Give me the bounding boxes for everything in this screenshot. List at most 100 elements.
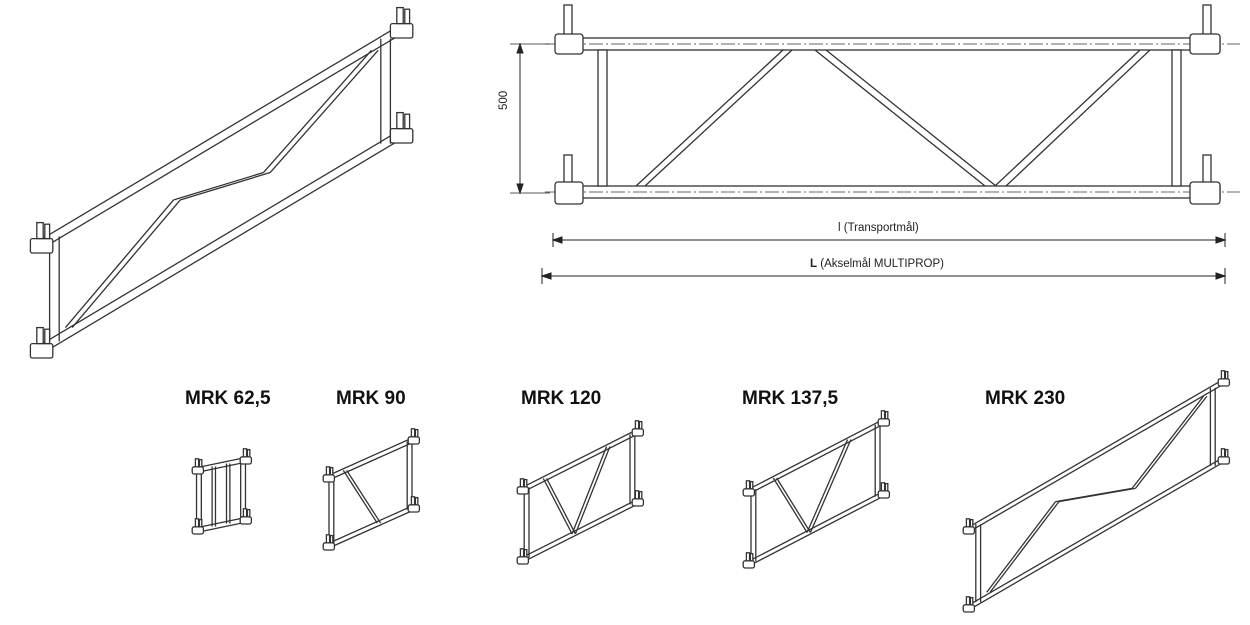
clamp-body [29,237,54,254]
coupler-left-top [554,4,584,55]
clamp-wedge [1224,448,1229,458]
diagonal-brace [571,446,611,535]
clamp-wedge [329,466,334,476]
bottom-rail [39,129,401,356]
right-post [1171,49,1182,187]
clamp-wedge [404,8,411,25]
coupler-clamp [962,596,976,613]
clamp-body [1217,378,1231,387]
coupler-clamp [407,428,421,445]
clamp-pin [325,466,331,476]
clamp-wedge [44,223,51,240]
coupler-clamp [877,482,891,499]
height-dimension-label: 500 [498,90,510,110]
coupler-clamp [1217,448,1231,465]
clamp-pin [36,326,44,345]
iso-frame-main [29,6,414,359]
diagonal-brace [262,49,379,173]
coupler-clamp [191,458,205,475]
axis-dimension-label: L (Akselmål MULTIPROP) [810,258,944,270]
vertical-post [48,236,60,342]
clamp-wedge [1224,370,1229,380]
clamp-body [962,604,976,613]
bottom-rail [521,499,638,563]
clamp-pin [396,111,404,130]
elevation-view [545,4,1240,205]
diagonal-brace [635,49,793,187]
clamp-pin [634,420,640,430]
bottom-rail [967,457,1224,611]
diagonal-brace [806,439,852,533]
clamp-pin [242,508,248,518]
coupler-right-top [1189,4,1221,55]
clamp-body [191,526,205,535]
diagonal-brace [986,501,1060,593]
clamp-wedge [329,534,334,544]
clamp-body [322,542,336,551]
clamp-pin [242,448,248,458]
coupler-clamp [239,508,253,525]
diagonal-brace [211,466,217,527]
arrowhead [516,42,524,195]
variant-label-mrk-62-5: MRK 62,5 [185,388,271,409]
variant-label-mrk-230: MRK 230 [985,388,1066,409]
vertical-post [750,489,757,562]
clamp-wedge [638,490,643,500]
coupler-clamp [322,466,336,483]
clamp-pin [634,490,640,500]
diagonal-brace [1131,395,1208,489]
diagonal-brace [64,199,181,328]
clamp-wedge [884,410,889,420]
clamp-wedge [884,482,889,492]
clamp-wedge [404,113,411,130]
clamp-wedge [198,518,203,528]
clamp-body [389,22,414,39]
clamp-body [516,486,530,495]
clamp-pin [194,458,200,468]
clamp-pin [880,410,886,420]
coupler-clamp [516,548,530,565]
coupler-clamp [191,518,205,535]
clamp-body [389,127,414,144]
clamp-wedge [749,552,754,562]
bottom-rail [196,516,246,534]
iso-frame-mrk-137-5 [742,410,891,569]
iso-frame-mrk-90 [322,428,421,551]
coupler-clamp [742,552,756,569]
clamp-pin [36,221,44,240]
clamp-pin [745,480,751,490]
diagonal-brace [225,463,231,524]
clamp-pin [519,548,525,558]
clamp-wedge [198,458,203,468]
diagonal-brace [542,478,577,535]
coupler-clamp [29,326,54,359]
clamp-pin [410,428,416,438]
clamp-body [631,428,645,437]
clamp-wedge [969,596,974,606]
clamp-wedge [246,508,251,518]
diagonal-brace [342,470,382,524]
coupler-clamp [322,534,336,551]
variant-label-mrk-90: MRK 90 [336,388,406,409]
top-rail [196,456,246,474]
clamp-wedge [638,420,643,430]
iso-frame-mrk-62-5 [191,448,253,535]
transport-dimension-label: l (Transportmål) [838,222,919,234]
clamp-wedge [44,328,51,345]
clamp-body [1217,456,1231,465]
axis-dimension-text: (Akselmål MULTIPROP) [820,258,944,270]
clamp-pin [1220,448,1226,458]
left-post [597,49,608,187]
diagonal-brace [173,171,271,201]
clamp-body [631,498,645,507]
clamp-pin [194,518,200,528]
bottom-rail [747,491,884,567]
clamp-wedge [414,428,419,438]
diagonal-brace [814,49,997,187]
arrowhead [540,272,1227,280]
clamp-body [962,526,976,535]
coupler-clamp [877,410,891,427]
diagonal-brace [994,49,1151,187]
top-rail [39,24,401,251]
